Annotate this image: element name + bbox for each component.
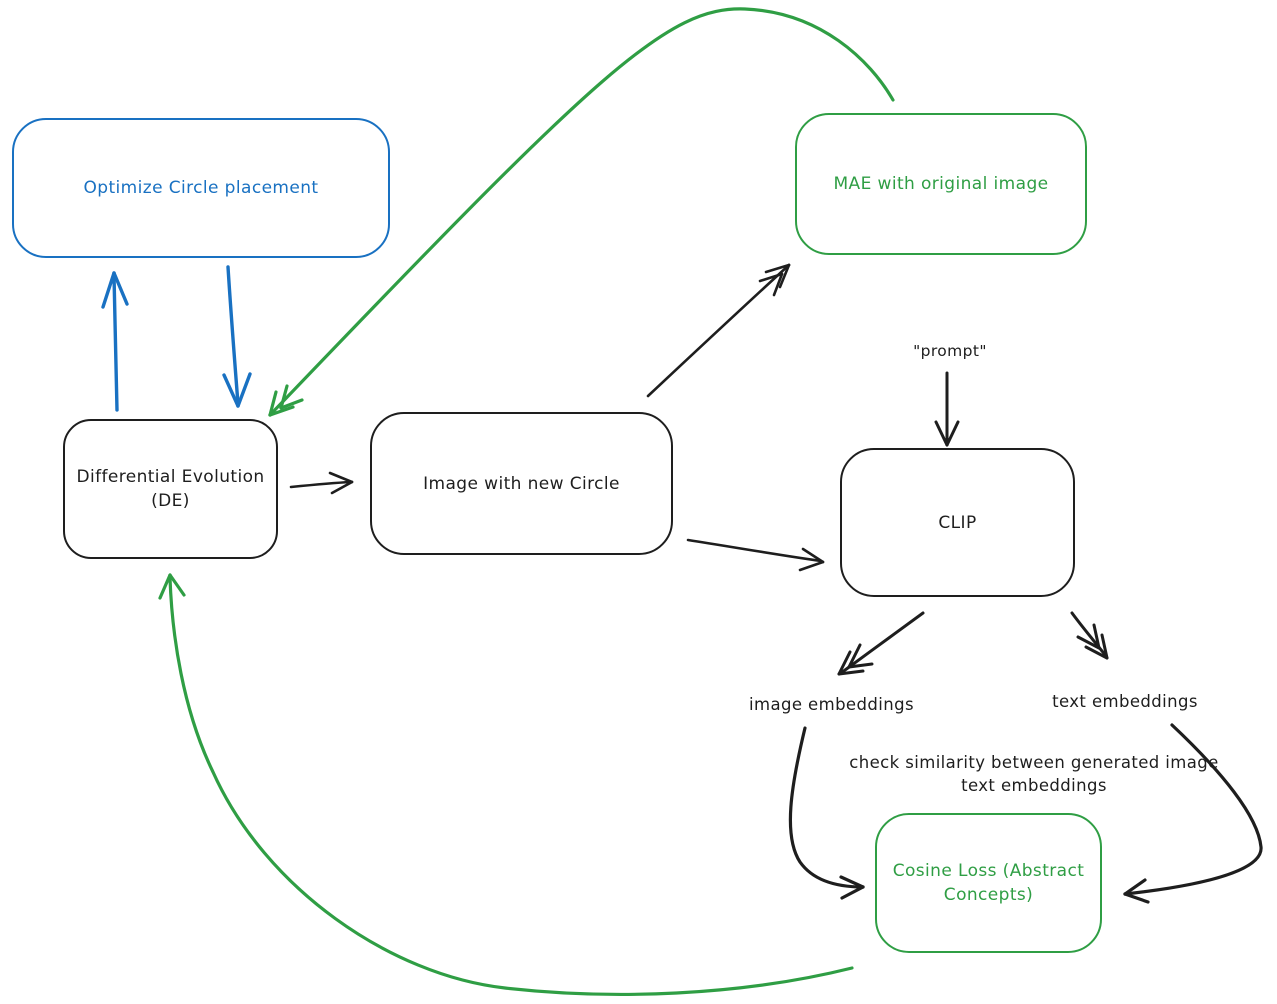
prompt-label: "prompt" xyxy=(913,342,987,360)
node-cosine-loss: Cosine Loss (Abstract Concepts) xyxy=(875,813,1102,953)
arrow-clip-to-text-embeddings xyxy=(1070,611,1109,660)
node-image-with-new-circle: Image with new Circle xyxy=(370,412,673,555)
arrow-image-to-mae xyxy=(646,263,791,398)
similarity-note: check similarity between generated image… xyxy=(845,751,1223,797)
arrow-optimize-to-de xyxy=(222,265,252,408)
arrow-de-to-image xyxy=(289,471,354,495)
node-cosine-label-line2: Concepts) xyxy=(943,885,1034,905)
node-clip-label: CLIP xyxy=(938,512,977,533)
node-optimize-circle-placement: Optimize Circle placement xyxy=(12,118,390,258)
arrow-mae-to-de-feedback xyxy=(268,7,895,417)
text-embeddings-label: text embeddings xyxy=(1052,692,1198,711)
node-cosine-label-line1: Cosine Loss (Abstract xyxy=(892,861,1085,881)
arrow-image-to-clip xyxy=(686,538,825,572)
node-mae-label: MAE with original image xyxy=(833,174,1049,194)
similarity-note-line2: text embeddings xyxy=(961,776,1107,795)
arrow-text-embeddings-to-cosine xyxy=(1123,723,1263,904)
arrow-de-to-optimize xyxy=(101,271,129,412)
arrow-cosine-to-de-feedback xyxy=(158,573,854,996)
image-embeddings-label: image embeddings xyxy=(749,695,914,714)
arrow-prompt-to-clip xyxy=(934,371,960,447)
node-image-label: Image with new Circle xyxy=(423,473,620,494)
node-clip: CLIP xyxy=(840,448,1075,597)
similarity-note-line1: check similarity between generated image xyxy=(849,753,1219,772)
node-optimize-label: Optimize Circle placement xyxy=(83,178,319,198)
node-de-label-line2: (DE) xyxy=(151,491,190,511)
node-mae-with-original-image: MAE with original image xyxy=(795,113,1087,255)
node-differential-evolution: Differential Evolution (DE) xyxy=(63,419,278,559)
node-de-label-line1: Differential Evolution xyxy=(76,467,265,487)
arrow-image-embeddings-to-cosine xyxy=(788,726,865,900)
arrow-clip-to-image-embeddings xyxy=(837,611,925,676)
